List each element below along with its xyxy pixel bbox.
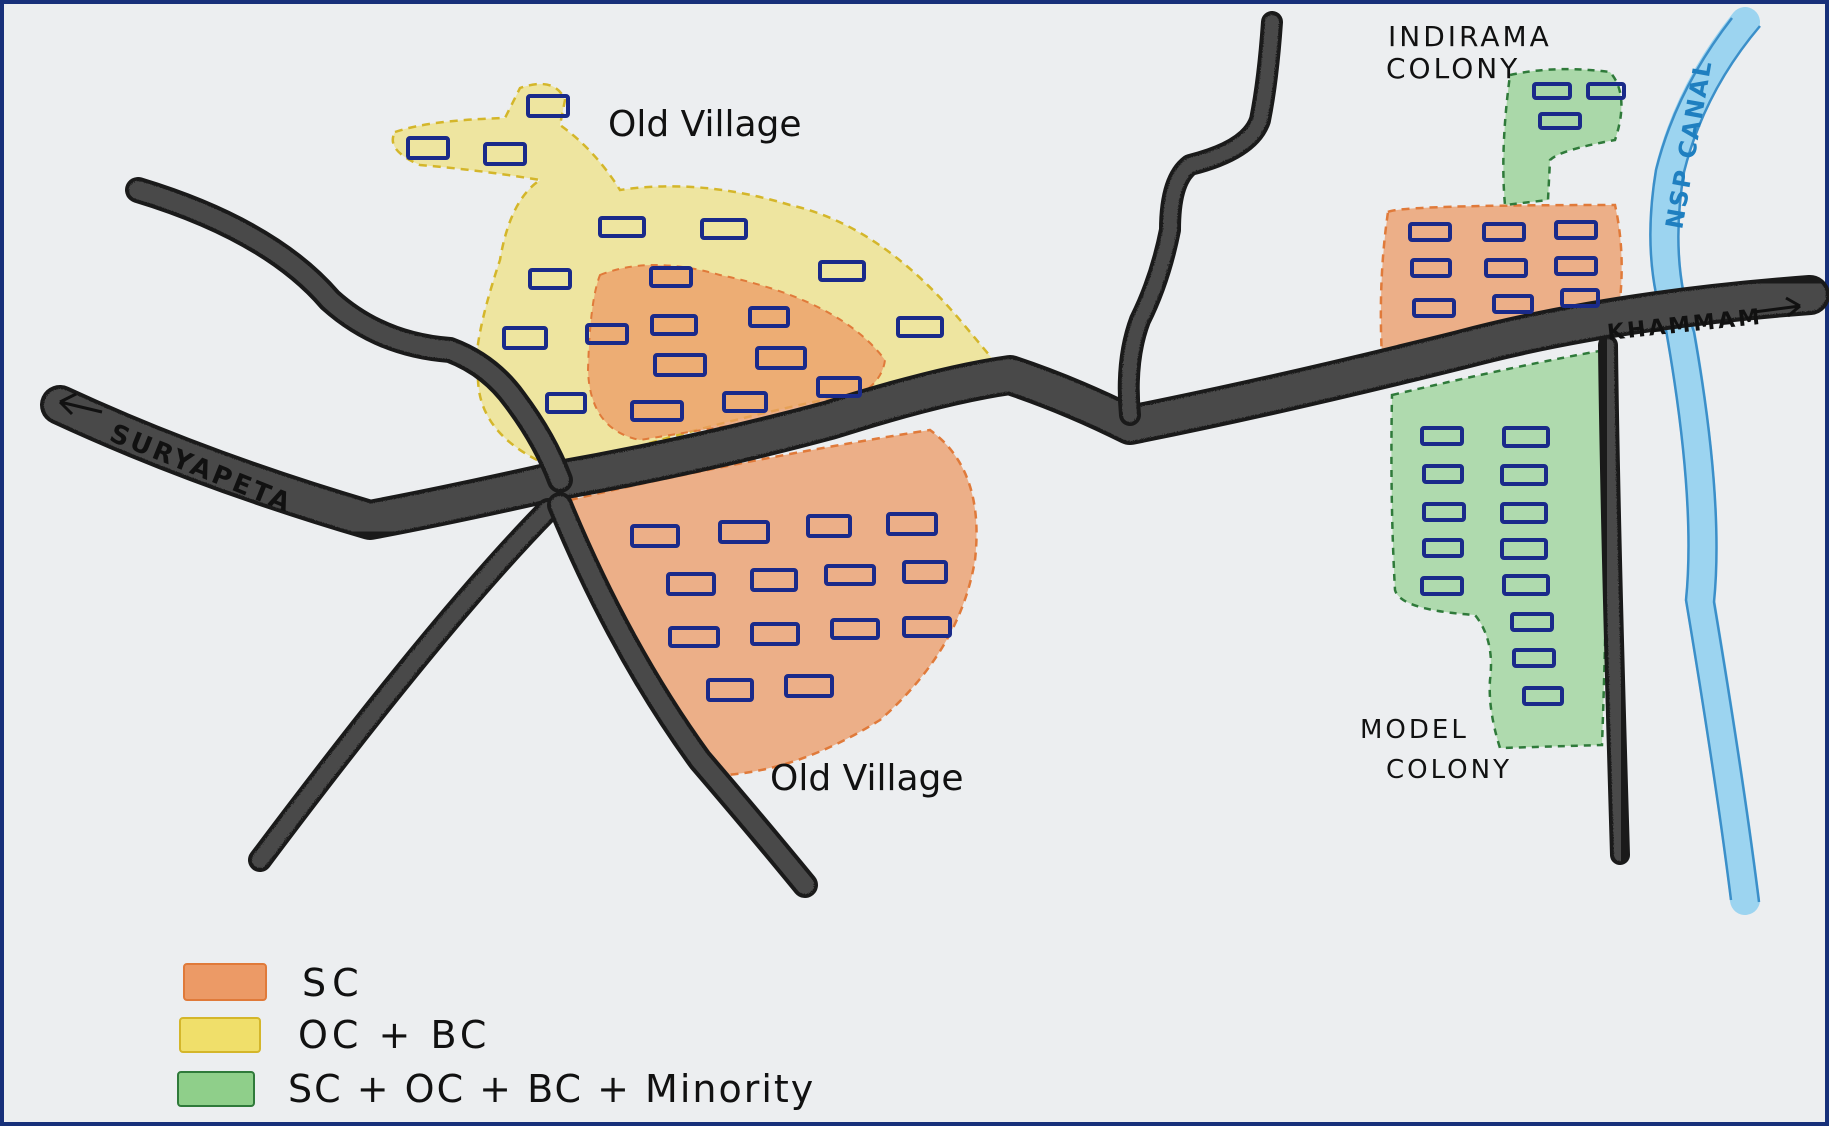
- house: [902, 560, 948, 584]
- house: [1500, 502, 1548, 524]
- house: [902, 616, 952, 638]
- house: [483, 142, 527, 166]
- road-southwest-fill: [252, 502, 556, 868]
- label-indirama-colony-line2: COLONY: [1386, 52, 1520, 85]
- house: [598, 216, 646, 238]
- legend-label-ocbc: OC + BC: [298, 1013, 490, 1057]
- house: [1586, 82, 1626, 100]
- house: [630, 400, 684, 422]
- house: [1560, 288, 1600, 308]
- legend-swatch-ocbc: [179, 1017, 261, 1053]
- house: [1420, 426, 1464, 446]
- house: [1484, 258, 1528, 278]
- house: [830, 618, 880, 640]
- house: [755, 346, 807, 370]
- house: [406, 136, 450, 160]
- legend-label-mixed: SC + OC + BC + Minority: [288, 1067, 815, 1111]
- house: [1532, 82, 1572, 100]
- house: [1538, 112, 1582, 130]
- house: [1422, 502, 1466, 522]
- house: [722, 391, 768, 413]
- house: [1502, 426, 1550, 448]
- road-northwest-fill: [129, 181, 569, 489]
- house: [650, 314, 698, 336]
- house: [649, 266, 693, 288]
- house: [1410, 258, 1452, 278]
- road-southeast-fill: [551, 496, 814, 894]
- nsp-canal: [1649, 7, 1760, 915]
- house: [700, 218, 748, 240]
- house: [1492, 294, 1534, 314]
- house: [1512, 648, 1556, 668]
- house: [748, 306, 790, 328]
- house: [750, 568, 798, 592]
- label-indirama-colony-line1: INDIRAMA: [1388, 20, 1552, 53]
- house: [818, 260, 866, 282]
- road-main-fill: [44, 279, 1826, 536]
- house: [653, 353, 707, 377]
- house: [666, 572, 716, 596]
- legend-swatch-mixed: [177, 1071, 255, 1107]
- house: [1500, 538, 1548, 560]
- house: [896, 316, 944, 338]
- legend: SC OC + BC SC + OC + BC + Minority: [177, 961, 815, 1111]
- zone-sc-old-village-north: [586, 264, 887, 442]
- roads: [40, 11, 1829, 898]
- legend-swatch-sc: [183, 963, 267, 1001]
- arrow-left-icon: [58, 392, 103, 416]
- label-old-village-south: Old Village: [770, 758, 964, 799]
- house: [824, 564, 876, 586]
- house: [502, 326, 548, 350]
- house: [1422, 538, 1464, 558]
- label-model-colony-line1: MODEL: [1360, 715, 1469, 745]
- house: [1420, 576, 1464, 596]
- arrow-right-icon: [1753, 296, 1801, 318]
- house: [668, 626, 720, 648]
- house: [585, 323, 629, 345]
- zone-mixed-indirama: [1502, 67, 1623, 207]
- house: [706, 678, 754, 702]
- house: [816, 376, 862, 398]
- house: [1412, 298, 1456, 318]
- label-old-village-north: Old Village: [608, 104, 802, 145]
- legend-label-sc: SC: [302, 961, 365, 1005]
- house: [886, 512, 938, 536]
- canal-bank-east: [1677, 25, 1761, 903]
- house: [528, 268, 572, 290]
- house: [1554, 256, 1598, 276]
- house: [526, 94, 570, 118]
- house: [1502, 574, 1550, 596]
- houses: [406, 82, 1626, 706]
- house: [1554, 220, 1598, 240]
- zone-sc-old-village-south: [568, 428, 978, 777]
- house: [1500, 464, 1548, 486]
- road-north-fill: [1121, 15, 1279, 422]
- road-east-south-fill: [1602, 339, 1626, 861]
- house: [718, 520, 770, 544]
- house: [1482, 222, 1526, 242]
- house: [750, 622, 800, 646]
- label-model-colony-line2: COLONY: [1386, 755, 1512, 785]
- house: [1408, 222, 1452, 242]
- house: [630, 524, 680, 548]
- house: [545, 392, 587, 414]
- canal-bank-west: [1649, 17, 1733, 901]
- house: [1510, 612, 1554, 632]
- house: [1422, 464, 1464, 484]
- house: [1522, 686, 1564, 706]
- house: [784, 674, 834, 698]
- house: [806, 514, 852, 538]
